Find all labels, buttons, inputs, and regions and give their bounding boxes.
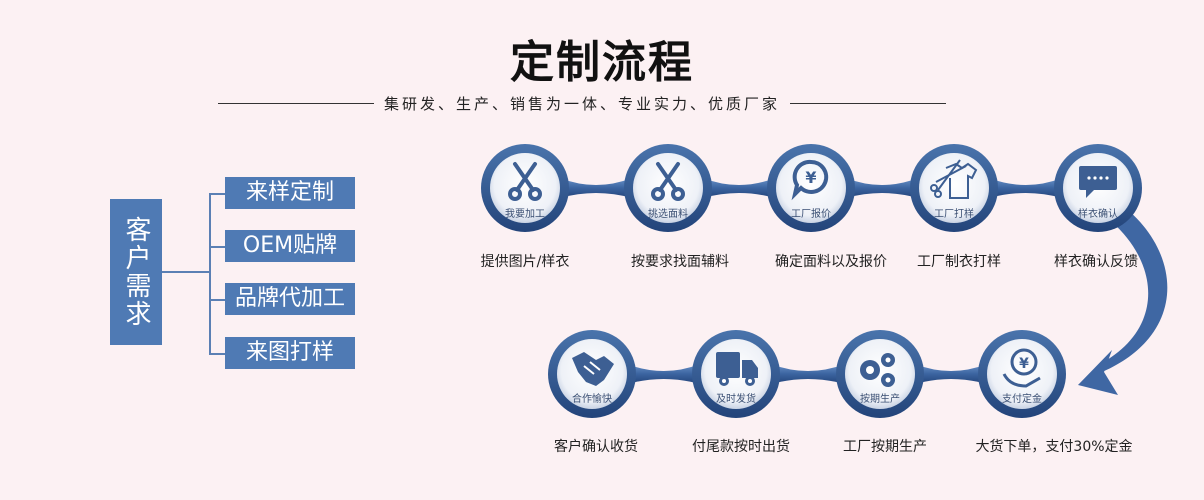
root-label: 客户需求 [121, 216, 151, 328]
badge-label: 我要加工 [505, 209, 545, 220]
shirt-scissors-icon [930, 159, 978, 199]
option-oem: OEM贴牌 [225, 230, 355, 262]
tree-branch [209, 299, 225, 301]
svg-text:¥: ¥ [805, 168, 816, 187]
divider-right [790, 102, 947, 104]
badge-label: 工厂报价 [791, 209, 831, 220]
message-icon [1079, 166, 1117, 198]
tree-branch [209, 246, 225, 248]
scissors-icon [651, 162, 685, 201]
customer-needs-root: 客户需求 [110, 199, 162, 345]
step-caption: 提供图片/样衣 [480, 254, 570, 270]
page-title: 定制流程 [510, 37, 694, 88]
badge-label: 按期生产 [860, 394, 900, 405]
badge-label: 挑选面料 [648, 209, 688, 220]
tree-trunk [209, 193, 211, 355]
divider-left [218, 102, 374, 104]
tree-branch [209, 193, 225, 195]
tree-branch [209, 353, 225, 355]
subtitle: 集研发、生产、销售为一体、专业实力、优质厂家 [384, 94, 781, 113]
row1-circles [481, 144, 1142, 232]
truck-icon [716, 352, 758, 386]
step-caption: 按要求找面辅料 [631, 254, 729, 270]
badge-label: 及时发货 [716, 394, 756, 405]
step-caption: 大货下单，支付30%定金 [975, 439, 1133, 455]
subtitle-row: 集研发、生产、销售为一体、专业实力、优质厂家 [218, 92, 947, 114]
step-caption: 确定面料以及报价 [775, 254, 887, 270]
option-sample-custom: 来样定制 [225, 177, 355, 209]
option-brand-processing: 品牌代加工 [225, 283, 355, 315]
gears-icon [860, 353, 895, 387]
badge-label: 合作愉快 [572, 394, 612, 405]
yuan-chat-icon: ¥ [791, 159, 829, 201]
svg-text:¥: ¥ [1019, 356, 1029, 372]
row1-connectors [560, 178, 1062, 198]
scissors-icon [508, 162, 542, 201]
step-caption: 工厂按期生产 [843, 439, 927, 455]
badge-label: 工厂打样 [934, 209, 974, 220]
handshake-icon [572, 352, 614, 386]
yuan-hand-icon: ¥ [1002, 348, 1041, 388]
option-drawing-sample: 来图打样 [225, 337, 355, 369]
step-caption: 工厂制衣打样 [917, 254, 1001, 270]
step-caption: 样衣确认反馈 [1054, 254, 1138, 270]
badge-label: 支付定金 [1002, 394, 1042, 405]
badge-label: 样衣确认 [1078, 209, 1118, 220]
step-caption: 付尾款按时出货 [692, 439, 790, 455]
curved-arrow [1078, 210, 1168, 395]
row2-connectors [627, 364, 987, 384]
tree-connector [162, 271, 210, 273]
step-caption: 客户确认收货 [554, 439, 638, 455]
